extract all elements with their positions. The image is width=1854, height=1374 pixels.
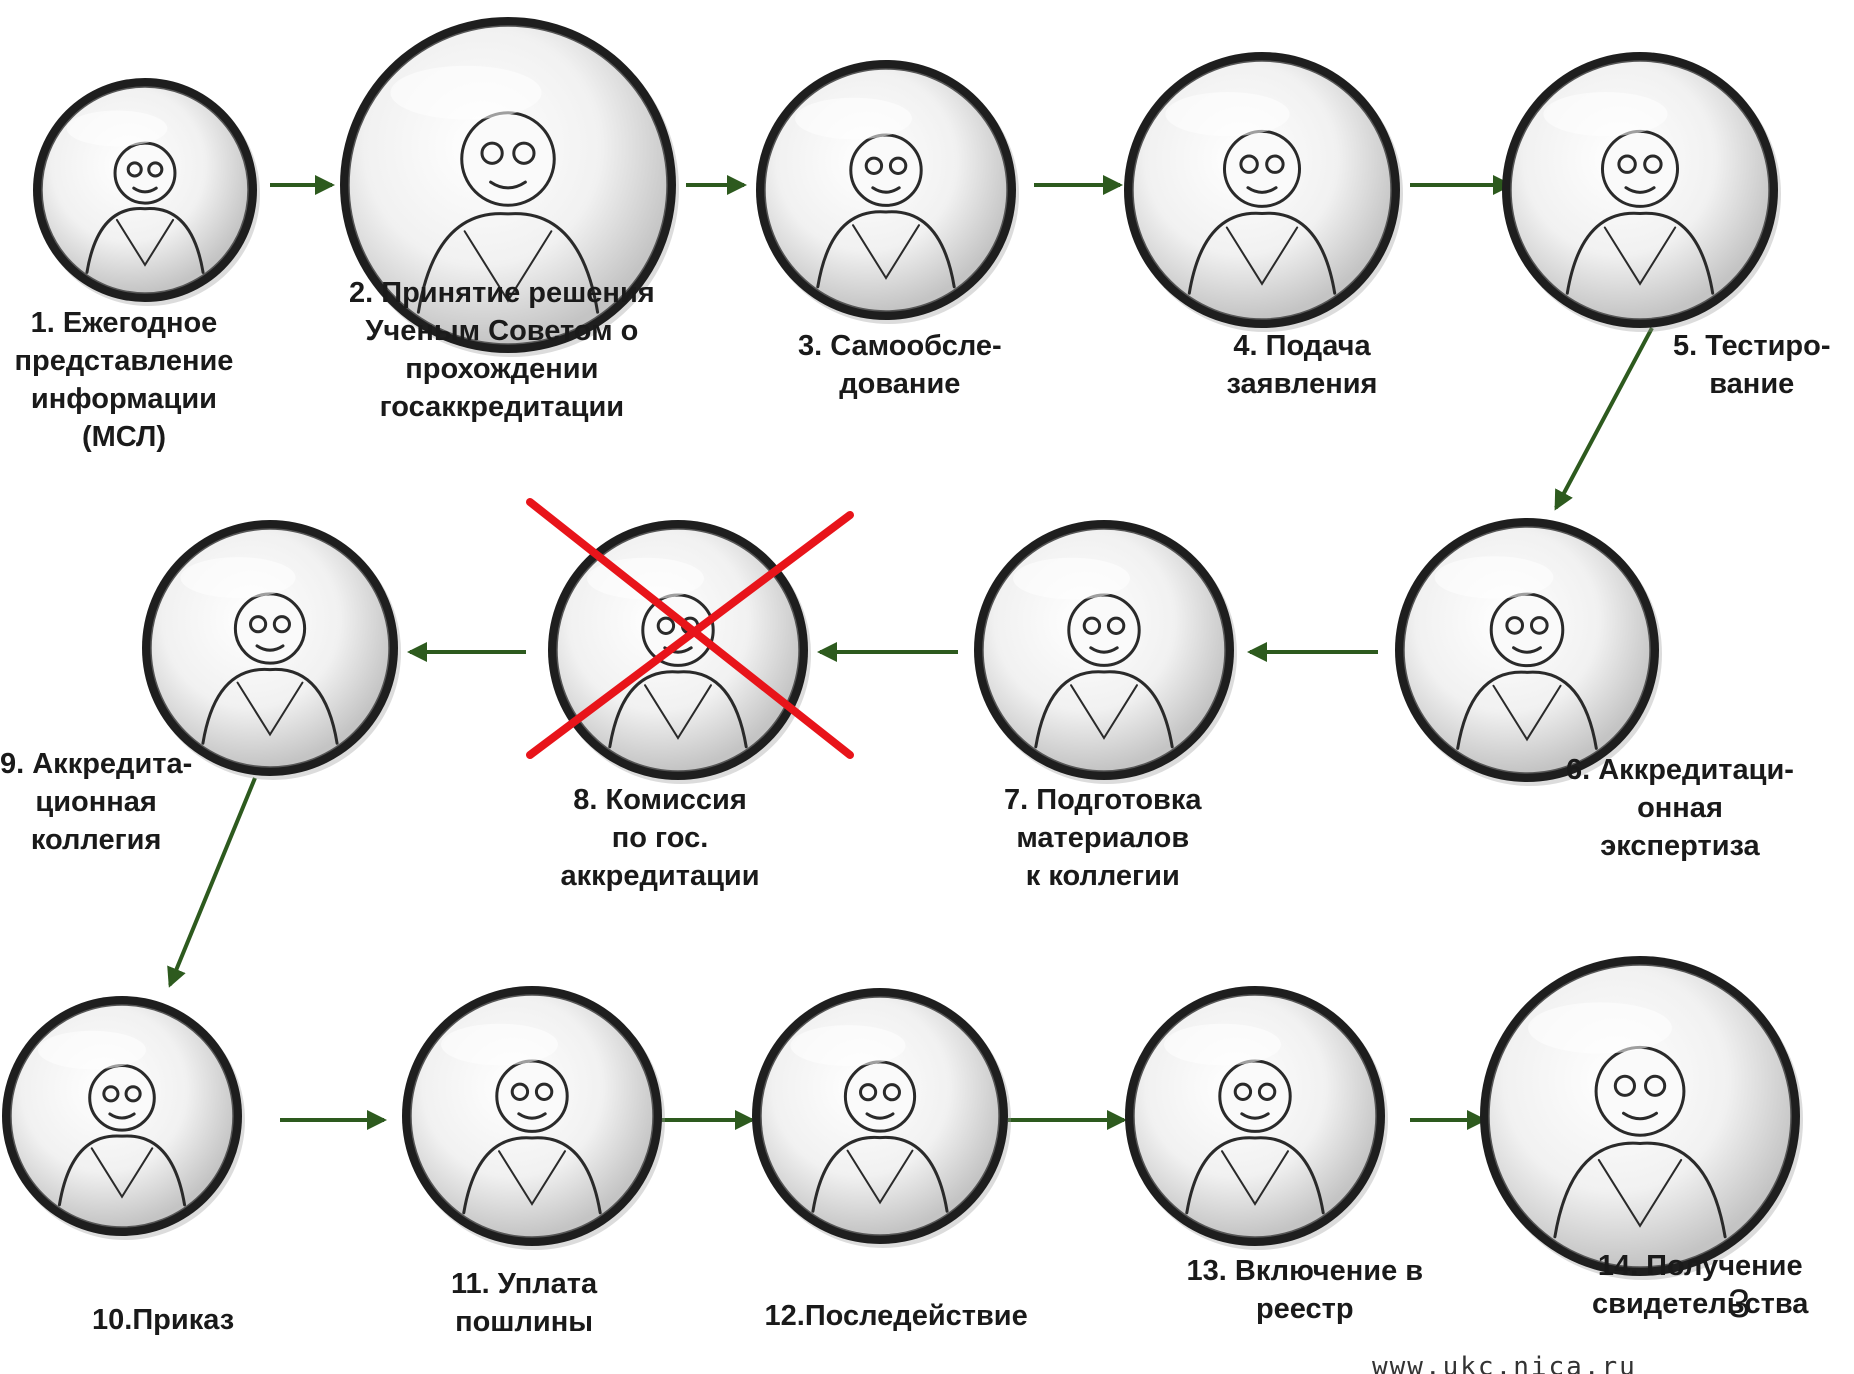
lens-highlight bbox=[795, 98, 912, 140]
step-nodes bbox=[2, 17, 1803, 1280]
step-label-6: 6. Аккредитаци- онная экспертиза bbox=[1566, 751, 1794, 865]
step-node-4 bbox=[1124, 52, 1403, 332]
step-node-11 bbox=[402, 986, 665, 1250]
step-label-4: 4. Подача заявления bbox=[1227, 327, 1378, 403]
step-label-5: 5. Тестиро- вание bbox=[1673, 327, 1831, 403]
step-label-14: 14. Получение свидетельства bbox=[1592, 1247, 1808, 1323]
step-node-7 bbox=[974, 520, 1237, 784]
lens-highlight bbox=[790, 1025, 905, 1066]
lens-highlight bbox=[1164, 1024, 1281, 1066]
flow-arrow-5 bbox=[1556, 328, 1652, 508]
lens-highlight bbox=[1528, 1002, 1672, 1053]
lens-highlight bbox=[1435, 556, 1554, 598]
step-label-7: 7. Подготовка материалов к коллегии bbox=[1004, 781, 1202, 895]
step-label-12: 12.Последействие bbox=[765, 1297, 1028, 1335]
step-node-13 bbox=[1125, 986, 1388, 1250]
step-node-9 bbox=[142, 520, 401, 780]
lens-highlight bbox=[38, 1031, 146, 1069]
lens-highlight bbox=[390, 66, 541, 120]
page-number: 3 bbox=[1728, 1282, 1750, 1327]
step-label-11: 11. Уплата пошлины bbox=[451, 1265, 597, 1341]
step-node-14 bbox=[1480, 956, 1803, 1280]
step-label-3: 3. Самообсле- дование bbox=[798, 327, 1002, 403]
step-node-10 bbox=[2, 996, 245, 1240]
step-label-1: 1. Ежегодное представление информации (М… bbox=[15, 304, 234, 456]
lens-highlight bbox=[441, 1024, 558, 1066]
lens-highlight bbox=[1543, 92, 1667, 136]
step-label-9: 9. Аккредита- ционная коллегия bbox=[0, 745, 192, 859]
step-node-12 bbox=[752, 988, 1011, 1248]
lens-highlight bbox=[1013, 558, 1130, 600]
step-node-3 bbox=[756, 60, 1019, 324]
step-label-10: 10.Приказ bbox=[92, 1301, 234, 1339]
footer-url: www.ukc.nica.ru bbox=[1372, 1352, 1637, 1374]
lens-highlight bbox=[180, 557, 295, 598]
step-label-13: 13. Включение в реестр bbox=[1187, 1252, 1424, 1328]
lens-highlight bbox=[1165, 92, 1289, 136]
step-label-8: 8. Комиссия по гос. аккредитации bbox=[561, 781, 760, 895]
step-node-8 bbox=[548, 520, 811, 784]
step-node-1 bbox=[33, 78, 260, 306]
step-label-2: 2. Принятие решения Ученым Советом о про… bbox=[349, 274, 655, 426]
step-node-5 bbox=[1502, 52, 1781, 332]
step-node-6 bbox=[1395, 518, 1662, 786]
lens-highlight bbox=[67, 110, 168, 146]
